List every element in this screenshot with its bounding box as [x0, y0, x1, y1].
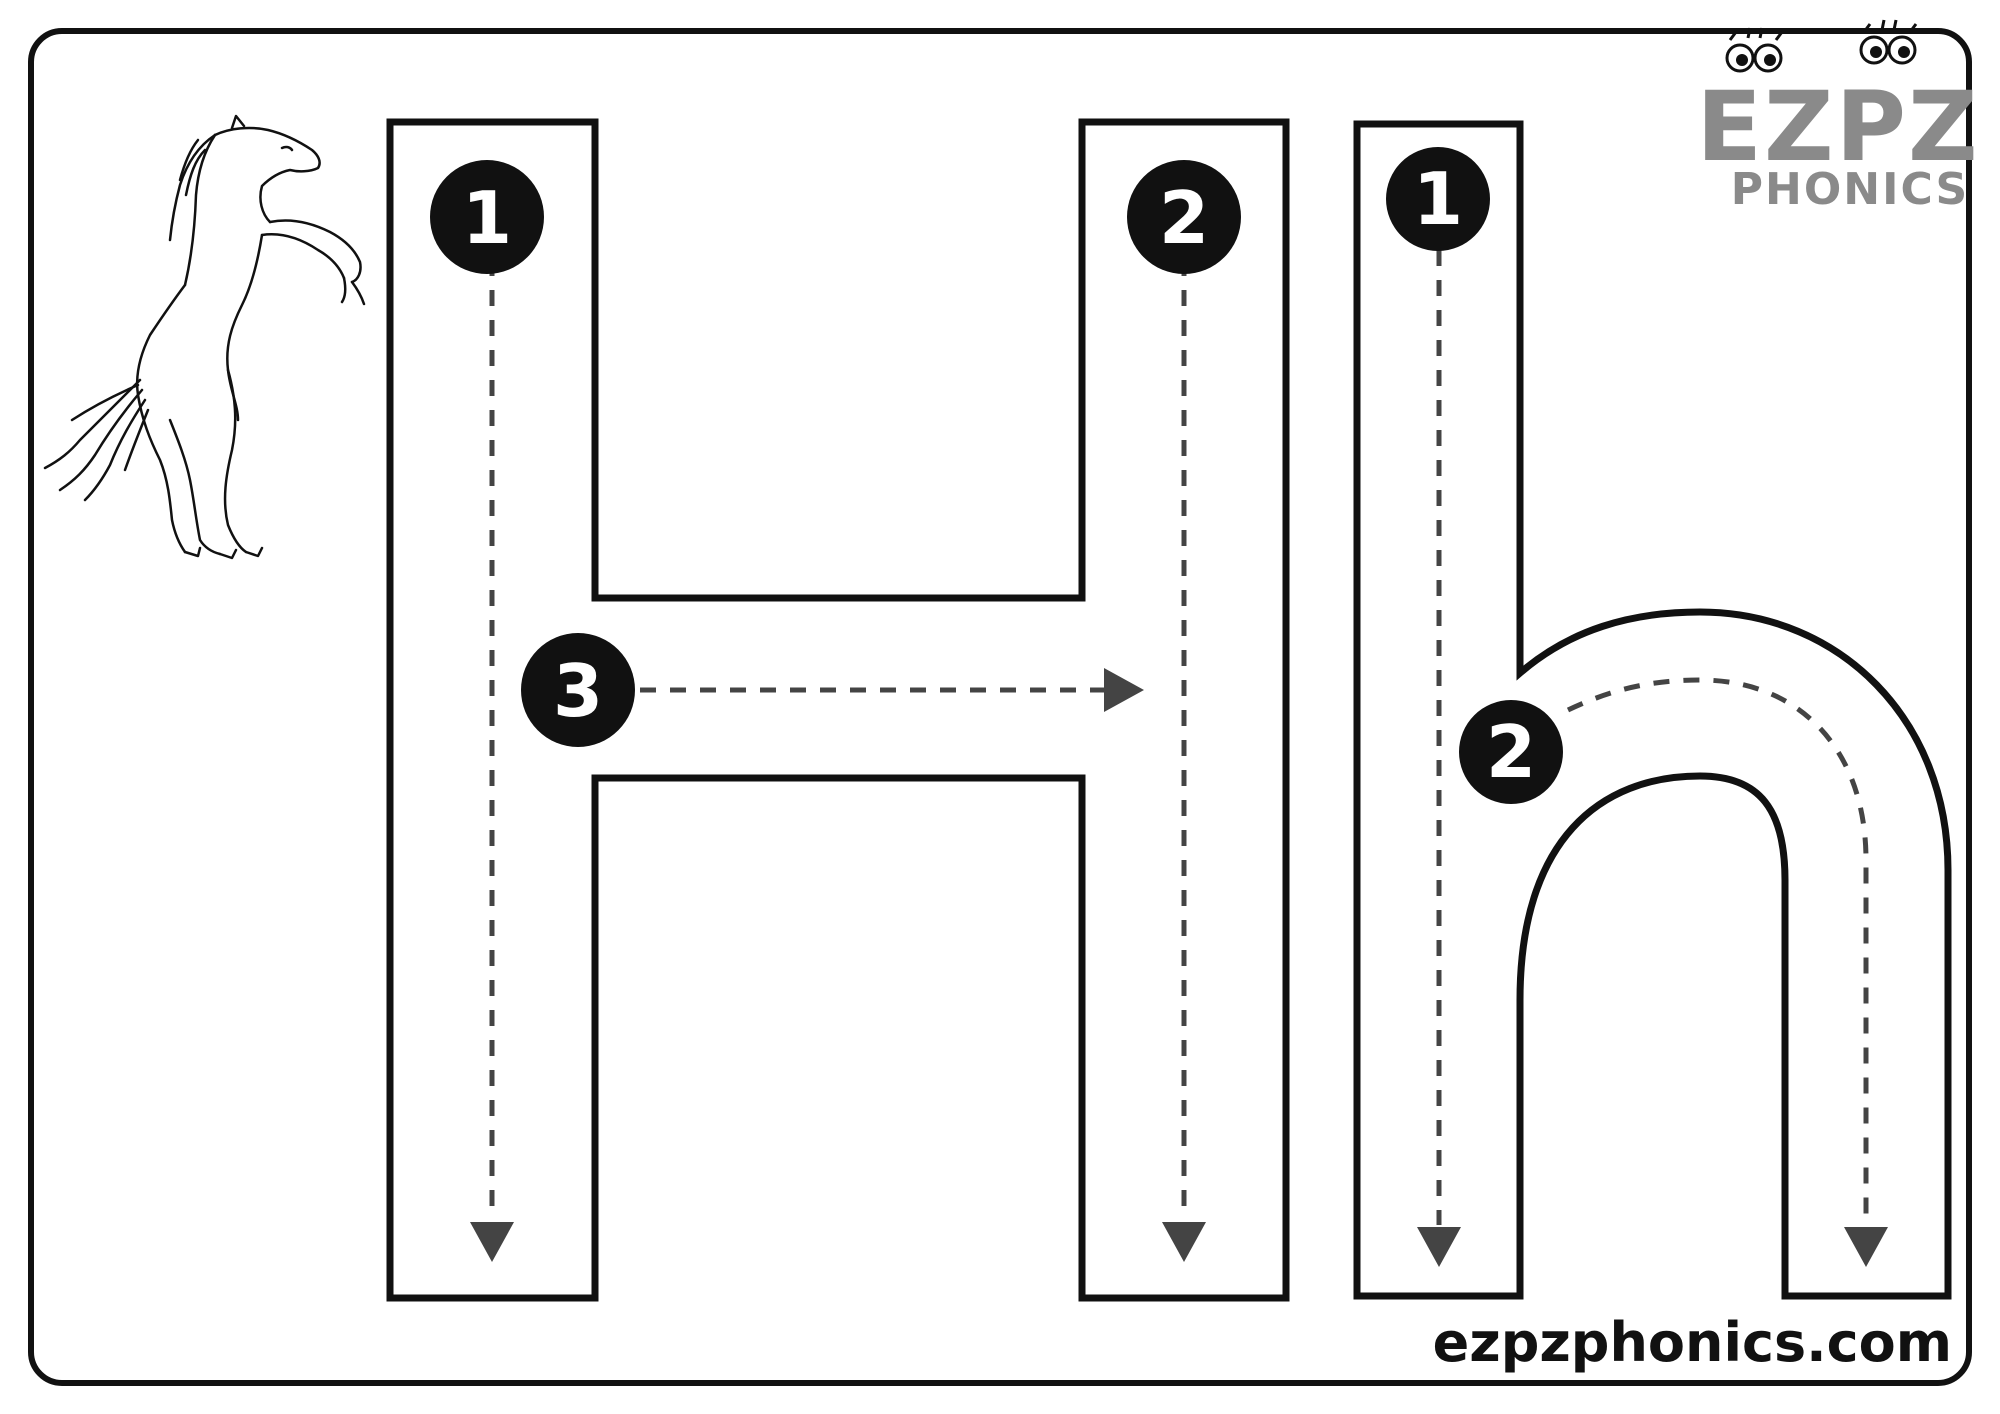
stroke-marker-lower-1: 1	[1386, 147, 1490, 251]
logo-word: EZPZ	[1696, 71, 1979, 183]
svg-text:1: 1	[462, 176, 512, 260]
guide-lines-lower	[1436, 250, 1869, 1225]
svg-text:2: 2	[1159, 176, 1209, 260]
stroke-marker-upper-3: 3	[521, 633, 635, 747]
svg-text:2: 2	[1486, 710, 1536, 794]
logo-eyes-icon	[1725, 19, 1918, 73]
logo-subtitle: PHONICS	[1731, 164, 1969, 215]
stroke-marker-lower-2: 2	[1459, 700, 1563, 804]
letter-upper-outline	[386, 118, 1290, 1302]
site-url: ezpzphonics.com	[1432, 1311, 1952, 1374]
arrowheads-upper	[470, 668, 1206, 1262]
stroke-marker-upper-1: 1	[430, 160, 544, 274]
svg-text:3: 3	[553, 649, 603, 733]
guide-lines-upper	[489, 260, 1187, 1220]
ezpz-logo: EZPZ PHONICS	[1696, 19, 1979, 215]
svg-text:1: 1	[1413, 157, 1463, 241]
letter-lower-outline	[1353, 120, 1952, 1300]
worksheet-border	[28, 28, 1972, 1386]
horse-icon	[43, 114, 366, 560]
stroke-marker-upper-2: 2	[1127, 160, 1241, 274]
arrowheads-lower	[1417, 1227, 1888, 1267]
